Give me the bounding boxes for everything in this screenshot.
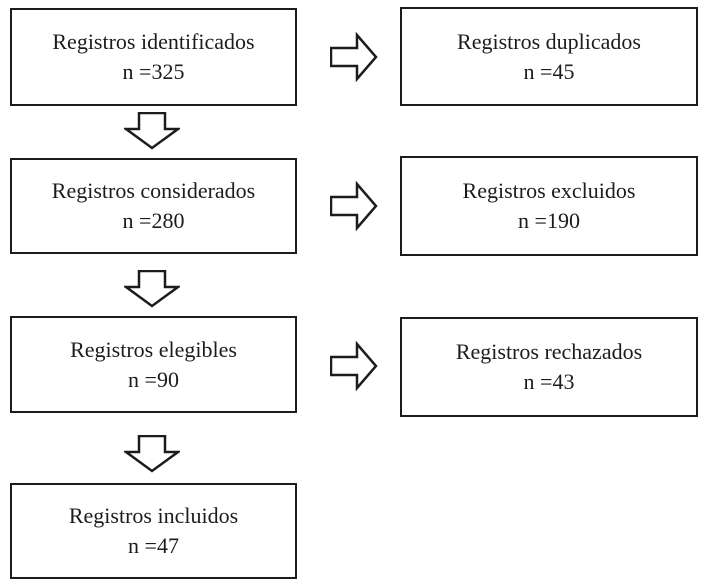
box-count: n =47 [128,533,179,558]
box-label: Registros excluidos [462,178,636,204]
box-registros-duplicados: Registros duplicados n =45 [400,7,698,106]
block-arrow-down-icon [124,112,180,150]
box-label: Registros incluidos [68,503,239,529]
box-registros-considerados: Registros considerados n =280 [10,158,297,254]
box-registros-rechazados: Registros rechazados n =43 [400,317,698,417]
box-registros-incluidos: Registros incluidos n =47 [10,483,297,579]
block-arrow-right-icon [330,32,378,82]
box-count: n =45 [523,58,575,84]
box-count: n =280 [122,208,185,233]
box-count: n =43 [523,369,575,394]
box-count: n =190 [518,208,580,233]
block-arrow-down-icon [124,435,180,473]
box-count: n =90 [128,366,179,392]
box-label: Registros rechazados [455,339,643,365]
block-arrow-down-icon [124,270,180,308]
box-label: Registros considerados [51,178,256,204]
block-arrow-right-icon [330,341,378,391]
box-registros-identificados: Registros identificados n =325 [10,8,297,106]
box-count: n =325 [122,59,185,84]
box-label: Registros duplicados [457,28,641,54]
box-registros-elegibles: Registros elegibles n =90 [10,316,297,413]
box-label: Registros identificados [52,29,255,55]
box-label: Registros elegibles [70,336,237,362]
box-registros-excluidos: Registros excluidos n =190 [400,156,698,256]
block-arrow-right-icon [330,181,378,231]
